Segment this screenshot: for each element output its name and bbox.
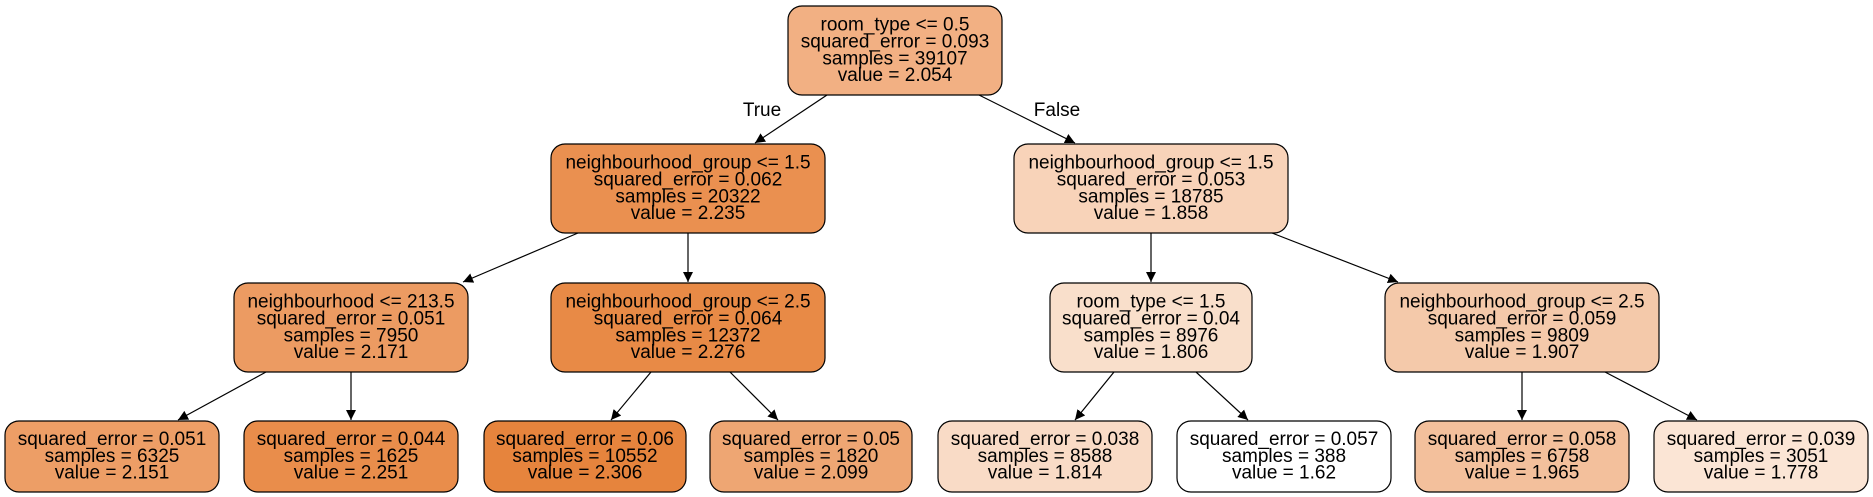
node-line: squared_error = 0.059 [1428,309,1617,330]
node-line: samples = 388 [1222,446,1346,467]
node-line: samples = 7950 [284,325,419,346]
tree-edge-n9-n11 [1195,371,1249,421]
tree-edge-n9-n10 [1074,371,1115,421]
node-line: squared_error = 0.062 [594,170,783,191]
node-line: room_type <= 0.5 [821,15,970,36]
node-box [550,282,826,373]
node-line: neighbourhood_group <= 1.5 [1028,153,1273,174]
node-line: squared_error = 0.038 [951,429,1140,450]
node-line: samples = 8588 [978,446,1113,467]
tree-edge-n5-n7 [729,371,779,421]
node-line: squared_error = 0.044 [257,429,446,450]
node-line: value = 2.276 [631,342,746,363]
node-line: neighbourhood_group <= 1.5 [565,153,810,174]
tree-edge-n5-n6 [610,371,652,421]
node-line: samples = 6325 [45,446,180,467]
node-line: value = 1.907 [1465,342,1580,363]
node-box [1653,420,1869,493]
node-line: squared_error = 0.051 [257,309,446,330]
node-box [1176,420,1392,493]
tree-edge-labels: True False [743,100,1080,121]
node-line: samples = 12372 [615,325,760,346]
node-line: value = 1.778 [1704,463,1819,484]
node-box [1384,282,1660,373]
node-line: value = 2.054 [838,65,953,86]
node-line: room_type <= 1.5 [1077,292,1226,313]
tree-edge-n8-n12 [1271,232,1399,284]
node-line: squared_error = 0.064 [594,309,783,330]
node-line: value = 2.235 [631,203,746,224]
node-line: value = 2.251 [294,463,409,484]
tree-edge-n2-n3 [177,371,267,421]
node-line: squared_error = 0.093 [801,32,990,53]
node-box [550,143,826,234]
node-line: samples = 1625 [284,446,419,467]
node-line: value = 1.62 [1232,463,1336,484]
node-line: value = 1.858 [1094,203,1209,224]
node-line: samples = 8976 [1084,325,1219,346]
edge-label-false: False [1034,100,1080,121]
node-line: value = 1.806 [1094,342,1209,363]
node-line: value = 2.306 [528,463,643,484]
node-line: value = 1.965 [1465,463,1580,484]
node-line: squared_error = 0.05 [722,429,900,450]
node-line: squared_error = 0.04 [1062,309,1240,330]
node-line: value = 2.099 [754,463,869,484]
tree-node-n8: neighbourhood_group <= 1.5squared_error … [1013,143,1289,234]
node-line: neighbourhood_group <= 2.5 [565,292,810,313]
node-line: neighbourhood <= 213.5 [247,292,454,313]
tree-edge-n0-n1 [754,94,828,144]
node-line: squared_error = 0.039 [1667,429,1856,450]
node-line: squared_error = 0.051 [18,429,207,450]
node-box [233,282,469,373]
tree-edge-n1-n2 [462,232,579,283]
tree-edge-n0-n8 [978,94,1076,144]
edge-label-true: True [743,100,781,121]
node-box [483,420,687,493]
node-line: neighbourhood_group <= 2.5 [1399,292,1644,313]
node-line: samples = 20322 [615,186,760,207]
node-line: value = 1.814 [988,463,1103,484]
node-box [1414,420,1630,493]
node-line: samples = 6758 [1455,446,1590,467]
tree-edge-n12-n14 [1604,371,1698,421]
node-line: samples = 18785 [1078,186,1223,207]
node-line: samples = 3051 [1694,446,1829,467]
node-box [1013,143,1289,234]
node-box [4,420,220,493]
node-line: value = 2.151 [55,463,170,484]
tree-edges [177,94,1698,421]
node-line: samples = 9809 [1455,325,1590,346]
node-line: squared_error = 0.053 [1057,170,1246,191]
node-line: squared_error = 0.057 [1190,429,1379,450]
tree-node-n5: neighbourhood_group <= 2.5squared_error … [550,282,826,373]
node-line: samples = 1820 [744,446,879,467]
node-box [937,420,1153,493]
node-box [1049,282,1253,373]
node-box [709,420,913,493]
node-line: squared_error = 0.058 [1428,429,1617,450]
node-box [787,5,1003,96]
node-line: squared_error = 0.06 [496,429,674,450]
node-line: samples = 39107 [822,48,967,69]
node-box [243,420,459,493]
tree-node-n12: neighbourhood_group <= 2.5squared_error … [1384,282,1660,373]
tree-node-n1: neighbourhood_group <= 1.5squared_error … [550,143,826,234]
node-line: samples = 10552 [512,446,657,467]
node-line: value = 2.171 [294,342,409,363]
